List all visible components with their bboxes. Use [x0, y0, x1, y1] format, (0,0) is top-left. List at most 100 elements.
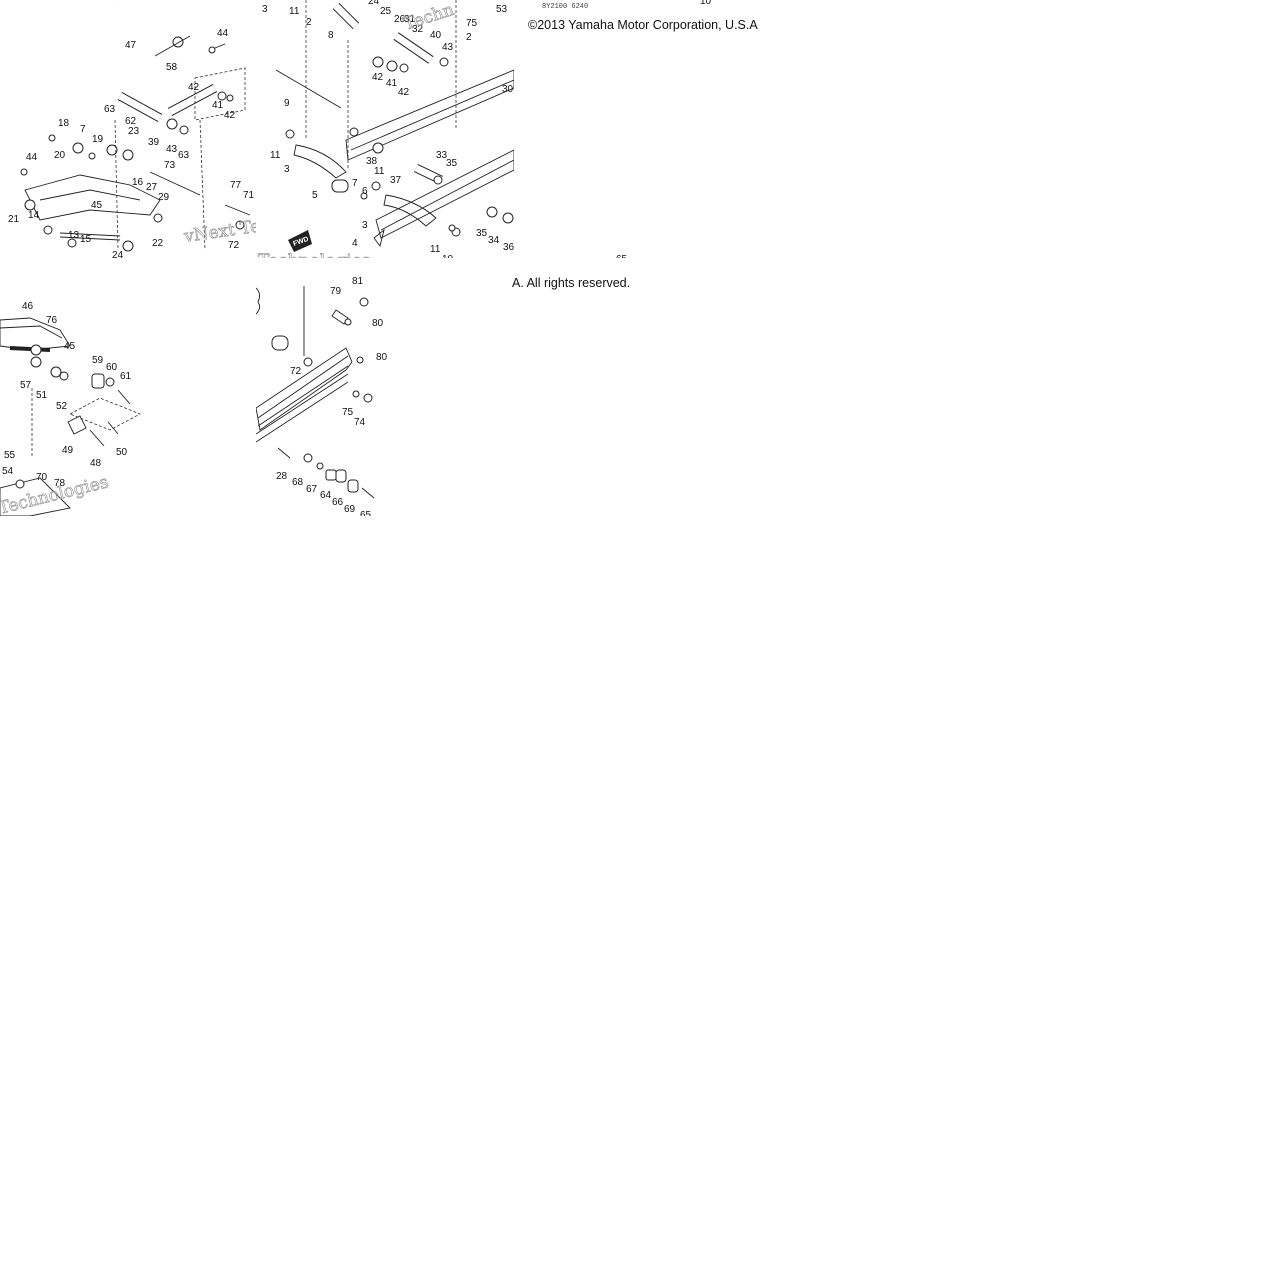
part-number: 53 [496, 4, 508, 15]
part-number-labels: 47 44 58 42 41 42 63 62 39 43 63 18 7 19… [8, 28, 255, 258]
part-number: 41 [212, 100, 224, 111]
watermark-text: vNext Tec [182, 215, 256, 247]
part-number: 42 [224, 110, 236, 121]
part-number: 44 [26, 152, 38, 163]
part-number: 3 [262, 4, 268, 15]
copyright-text: ©2013 Yamaha Motor Corporation, U.S.A [528, 18, 758, 32]
part-number: 60 [106, 362, 118, 373]
part-number: 11 [430, 244, 441, 255]
part-number: 70 [36, 472, 48, 483]
part-number: 42 [372, 72, 384, 83]
part-number: 65 [360, 510, 372, 516]
part-number-labels: 11 2 8 24 25 26 31 32 40 43 42 41 42 9 1… [262, 0, 514, 258]
part-number-labels: 46 76 45 57 51 59 60 61 52 49 48 50 55 5… [2, 301, 132, 489]
part-number: 11 [374, 166, 385, 177]
part-number: 72 [290, 366, 302, 377]
part-number: 43 [166, 144, 178, 155]
part-number: 15 [80, 234, 92, 245]
part-number: 51 [36, 390, 48, 401]
part-number: 11 [289, 6, 300, 17]
part-number: 30 [502, 84, 514, 95]
part-number: 35 [446, 158, 458, 169]
parts-diagram-top-right: 10 65 [616, 0, 712, 258]
part-number: 13 [68, 230, 80, 241]
part-number: 63 [104, 104, 116, 115]
part-number: 74 [354, 417, 366, 428]
part-number: 50 [116, 447, 128, 458]
part-number: 47 [125, 40, 137, 51]
part-number: 45 [91, 200, 103, 211]
part-number: 81 [352, 276, 364, 287]
part-number: 66 [332, 497, 344, 508]
part-number: 44 [217, 28, 229, 39]
part-number: 24 [112, 250, 124, 258]
part-number: 33 [436, 150, 448, 161]
part-number: 18 [58, 118, 70, 129]
part-number: 43 [442, 42, 454, 53]
diagram-tile-bottom-right [514, 258, 772, 516]
part-number: 57 [20, 380, 32, 391]
part-number: 25 [380, 6, 392, 17]
copyright-text-continued: A. All rights reserved. [512, 276, 631, 290]
part-number: 69 [344, 504, 356, 515]
parts-diagram-bottom-middle: 81 79 80 72 80 75 74 28 68 67 64 66 69 6… [256, 276, 388, 516]
part-number: 78 [54, 478, 66, 489]
part-number: 29 [158, 192, 170, 203]
part-number: 42 [398, 87, 410, 98]
part-number: 75 [466, 18, 478, 29]
diagram-tile-bottom-middle: 81 79 80 72 80 75 74 28 68 67 64 66 69 6… [256, 258, 514, 516]
part-number: 14 [28, 210, 40, 221]
part-number: 39 [148, 137, 160, 148]
part-number: 5 [312, 190, 318, 201]
part-number: 32 [412, 24, 424, 35]
part-number: 31 [404, 14, 416, 25]
part-number: 36 [503, 242, 514, 253]
part-number: 59 [92, 355, 104, 366]
part-number: 24 [368, 0, 380, 7]
part-number: 3 [362, 220, 368, 231]
part-number: 37 [390, 175, 402, 186]
part-number: 7 [352, 178, 358, 189]
part-number: 38 [366, 156, 378, 167]
part-number: 21 [8, 214, 20, 225]
part-number: 80 [372, 318, 384, 329]
part-number: 10 [442, 254, 454, 258]
part-number: 2 [306, 17, 312, 28]
part-number: 80 [376, 352, 388, 363]
part-number: 68 [292, 477, 304, 488]
part-number: 42 [188, 82, 200, 93]
part-number: 76 [46, 315, 58, 326]
part-number: 77 [230, 180, 242, 191]
part-number: 72 [228, 240, 240, 251]
part-number: 41 [386, 78, 398, 89]
part-number: 46 [22, 301, 34, 312]
part-number: 23 [128, 126, 140, 137]
part-number: 3 [284, 164, 290, 175]
part-number: 71 [243, 190, 255, 201]
part-number: 22 [152, 238, 164, 249]
part-number-labels: 81 79 80 72 80 75 74 28 68 67 64 66 69 6… [276, 276, 388, 516]
part-number: 19 [92, 134, 104, 145]
part-number: 7 [80, 124, 86, 135]
part-number: 34 [488, 235, 500, 246]
part-number: 48 [90, 458, 102, 469]
diagram-code: 8Y2100 6240 [542, 3, 589, 11]
parts-diagram-top-middle: FWD 11 2 8 24 25 26 31 32 40 43 42 41 42… [258, 0, 514, 258]
part-number: 10 [700, 0, 712, 7]
part-number: 35 [476, 228, 488, 239]
part-number: 45 [64, 341, 76, 352]
diagram-tile-top-right: 10 65 8Y2100 6240 [514, 0, 772, 258]
parts-diagram-bottom-left: 46 76 45 57 51 59 60 61 52 49 48 50 55 5… [0, 301, 141, 516]
part-number: 75 [342, 407, 354, 418]
part-number: 11 [270, 150, 281, 161]
part-number: 40 [430, 30, 442, 41]
part-number: 49 [62, 445, 74, 456]
part-number: 20 [54, 150, 66, 161]
part-number: 27 [146, 182, 158, 193]
part-number: 67 [306, 484, 318, 495]
part-number: 28 [276, 471, 288, 482]
part-number: 4 [352, 238, 358, 249]
part-number: 9 [284, 98, 290, 109]
diagram-tile-bottom-left: 46 76 45 57 51 59 60 61 52 49 48 50 55 5… [0, 258, 256, 516]
diagram-tile-top-left: 47 44 58 42 41 42 63 62 39 43 63 18 7 19… [0, 0, 256, 258]
